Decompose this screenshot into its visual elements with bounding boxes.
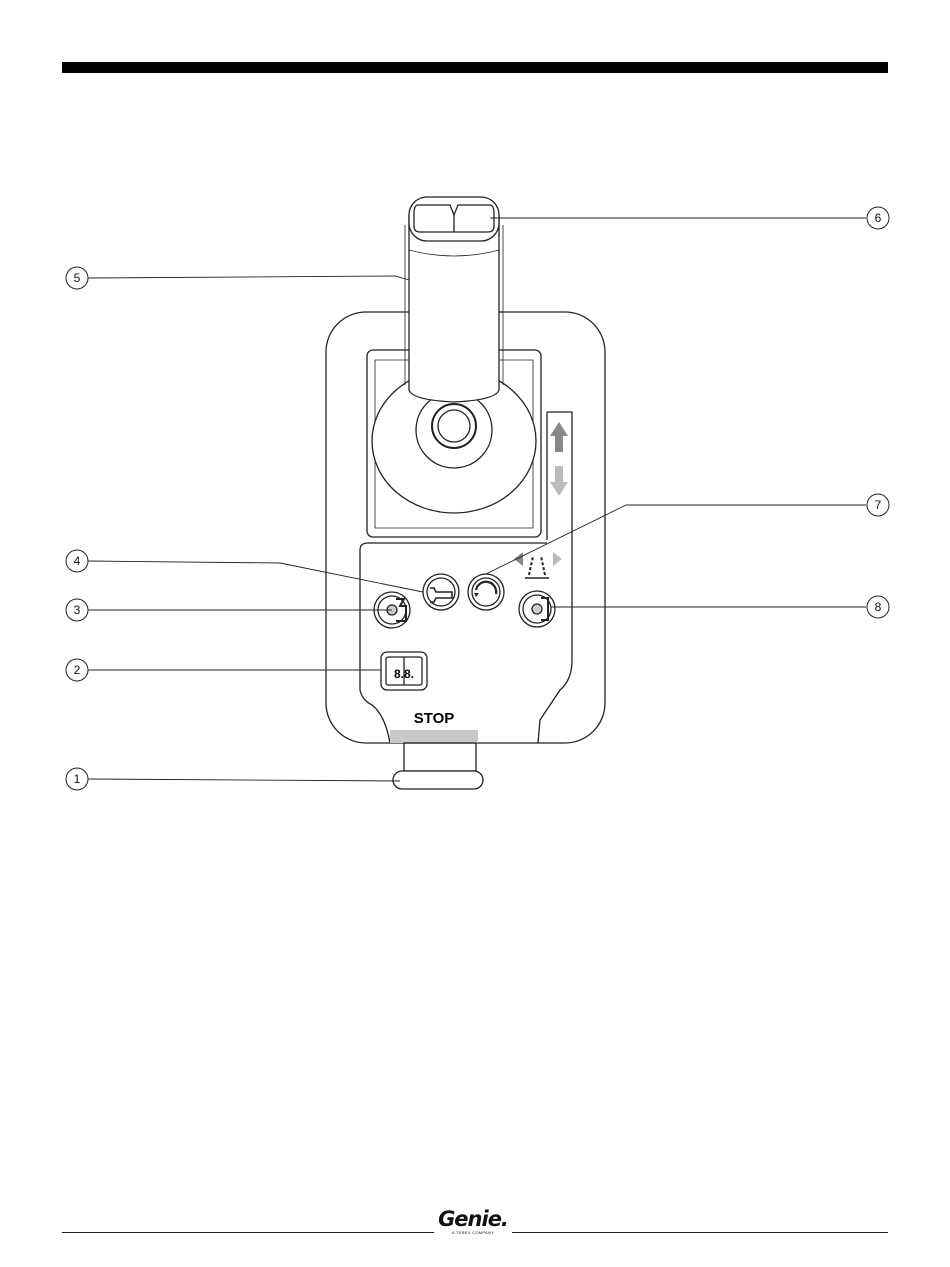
stop-label-band bbox=[390, 730, 478, 743]
callout-leader-4 bbox=[88, 561, 423, 592]
down-arrow-icon bbox=[550, 466, 568, 496]
logo-wordmark: Genie. bbox=[436, 1208, 510, 1230]
callout-number-4: 4 bbox=[74, 554, 81, 568]
callout-number-6: 6 bbox=[875, 211, 882, 225]
callout-number-8: 8 bbox=[875, 600, 882, 614]
callout-number-5: 5 bbox=[74, 271, 81, 285]
footer-rule-right bbox=[512, 1232, 888, 1233]
footer-rule-left bbox=[62, 1232, 434, 1233]
stop-label: STOP bbox=[414, 710, 455, 727]
callout-number-7: 7 bbox=[875, 498, 882, 512]
drive-enable-button bbox=[468, 574, 504, 610]
emergency-stop-button bbox=[393, 771, 483, 789]
genie-logo: Genie. A TEREX COMPANY bbox=[436, 1208, 510, 1236]
button-panel bbox=[360, 550, 390, 743]
callout-number-2: 2 bbox=[74, 663, 81, 677]
callout-number-3: 3 bbox=[74, 603, 81, 617]
callout-leader-5 bbox=[88, 276, 409, 280]
steer-direction-icon bbox=[514, 552, 562, 578]
up-arrow-icon bbox=[550, 422, 568, 452]
joystick-handle bbox=[409, 215, 499, 402]
callout-leader-1 bbox=[88, 779, 400, 781]
display-digits: 8.8. bbox=[394, 667, 414, 681]
callout-number-1: 1 bbox=[74, 772, 81, 786]
